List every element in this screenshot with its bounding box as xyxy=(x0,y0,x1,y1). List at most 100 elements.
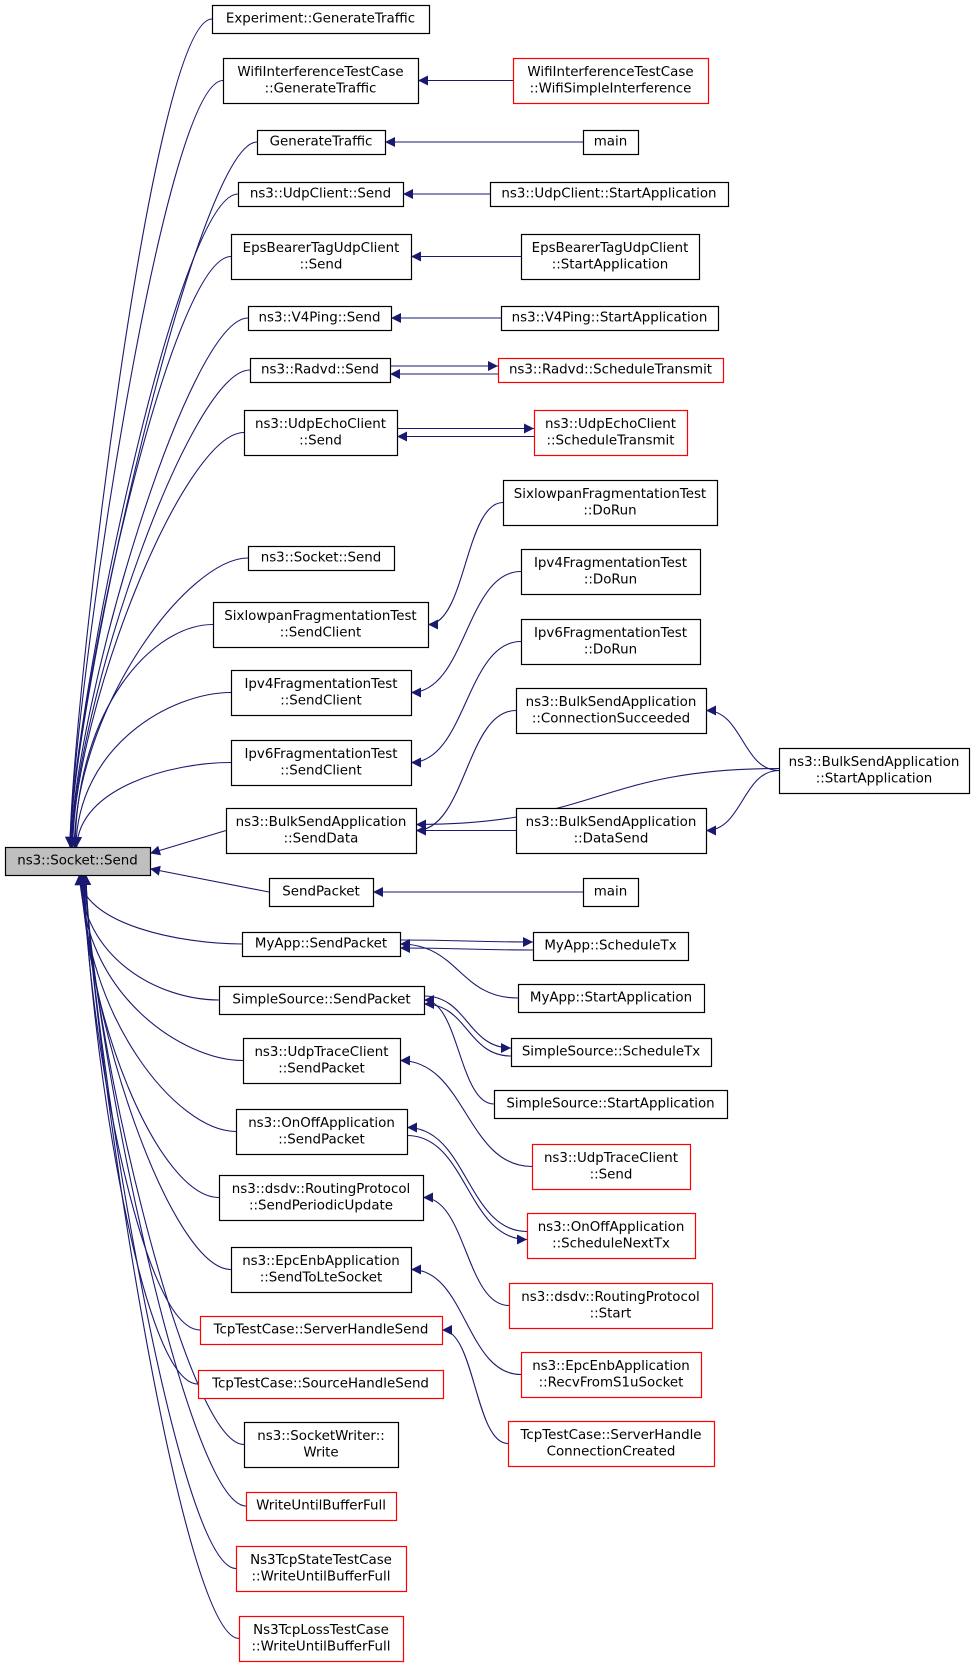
node-label: ::SendPacket xyxy=(278,1061,365,1076)
node-box xyxy=(515,807,708,855)
node-epc_stls[interactable]: ns3::EpcEnbApplication::SendToLteSocket xyxy=(230,1246,413,1294)
node-radvd_send[interactable]: ns3::Radvd::Send xyxy=(249,357,392,384)
node-box xyxy=(4,846,152,877)
node-label: Ns3TcpStateTestCase xyxy=(250,1553,392,1568)
node-box xyxy=(241,931,402,958)
edge-onoff_snt-to-onoff_sp xyxy=(406,1122,528,1233)
node-myapp_start[interactable]: MyApp::StartApplication xyxy=(517,983,706,1014)
node-label: ns3::BulkSendApplication xyxy=(526,815,697,830)
node-ipv4_sc[interactable]: Ipv4FragmentationTest::SendClient xyxy=(230,669,413,717)
node-label: ::ScheduleNextTx xyxy=(552,1236,670,1251)
node-exp_gt[interactable]: Experiment::GenerateTraffic xyxy=(211,4,431,35)
node-box xyxy=(249,357,392,384)
node-box xyxy=(510,1037,713,1068)
node-myapp_sp[interactable]: MyApp::SendPacket xyxy=(241,931,402,958)
edge-dsdv_spu-to-root xyxy=(77,874,220,1199)
node-udpc_start[interactable]: ns3::UdpClient::StartApplication xyxy=(489,181,730,208)
node-label: ns3::dsdv::RoutingProtocol xyxy=(232,1182,411,1197)
node-label: GenerateTraffic xyxy=(270,135,373,150)
node-box xyxy=(256,129,387,156)
node-bulk_start[interactable]: ns3::BulkSendApplication::StartApplicati… xyxy=(778,747,971,795)
node-eps_start[interactable]: EpsBearerTagUdpClient::StartApplication xyxy=(520,233,701,281)
node-ss_stx[interactable]: SimpleSource::ScheduleTx xyxy=(510,1037,713,1068)
node-label: WifiInterferenceTestCase xyxy=(237,65,403,80)
node-label: ns3::SocketWriter:: xyxy=(257,1429,384,1444)
node-box xyxy=(500,305,720,332)
node-v4_start[interactable]: ns3::V4Ping::StartApplication xyxy=(500,305,720,332)
node-v4_send[interactable]: ns3::V4Ping::Send xyxy=(247,305,393,332)
edge-ipv4_dorun-to-ipv4_sc xyxy=(410,570,522,698)
node-wubf[interactable]: WriteUntilBufferFull xyxy=(245,1491,398,1522)
node-label: Ipv4FragmentationTest xyxy=(534,556,687,571)
node-bulk_ds[interactable]: ns3::BulkSendApplication::DataSend xyxy=(515,807,708,855)
edge-epc_stls-to-root xyxy=(78,874,232,1271)
node-sixlo_dorun[interactable]: SixlowpanFragmentationTest::DoRun xyxy=(502,479,719,527)
node-label: ::SendClient xyxy=(280,625,362,640)
node-sw_write[interactable]: ns3::SocketWriter::Write xyxy=(243,1421,400,1469)
node-main2[interactable]: main xyxy=(582,877,640,908)
edge-wubf-to-root xyxy=(81,874,247,1507)
node-dsdv_spu[interactable]: ns3::dsdv::RoutingProtocol::SendPeriodic… xyxy=(218,1174,425,1222)
node-label: ConnectionCreated xyxy=(547,1444,676,1459)
node-main1[interactable]: main xyxy=(582,129,640,156)
edge-utc_sp-to-root xyxy=(75,874,244,1062)
node-label: ::SendClient xyxy=(280,763,362,778)
node-box xyxy=(520,548,702,596)
node-sock_send[interactable]: ns3::Socket::Send xyxy=(247,545,396,572)
node-box xyxy=(212,601,430,649)
edge-tcp_sohs-to-root xyxy=(79,874,199,1385)
node-witc_wsi[interactable]: WifiInterferenceTestCase::WifiSimpleInte… xyxy=(512,57,710,105)
node-ipv6_sc[interactable]: Ipv6FragmentationTest::SendClient xyxy=(230,739,413,787)
node-bulk_cs[interactable]: ns3::BulkSendApplication::ConnectionSucc… xyxy=(515,687,708,735)
node-uec_st[interactable]: ns3::UdpEchoClient::ScheduleTransmit xyxy=(533,409,689,457)
node-eps_send[interactable]: EpsBearerTagUdpClient::Send xyxy=(230,233,413,281)
node-label: ::DataSend xyxy=(574,831,649,846)
node-ss_sp[interactable]: SimpleSource::SendPacket xyxy=(218,985,426,1016)
node-box xyxy=(520,618,702,666)
node-onoff_sp[interactable]: ns3::OnOffApplication::SendPacket xyxy=(235,1108,409,1156)
node-label: EpsBearerTagUdpClient xyxy=(532,241,689,256)
node-tcp_sohs[interactable]: TcpTestCase::SourceHandleSend xyxy=(197,1369,445,1400)
node-ns3tcps_wubf[interactable]: Ns3TcpStateTestCase::WriteUntilBufferFul… xyxy=(235,1545,408,1593)
node-box xyxy=(502,479,719,527)
node-bulk_sd[interactable]: ns3::BulkSendApplication::SendData xyxy=(225,807,418,855)
edge-tcp_shcc-to-tcp_shs xyxy=(441,1325,509,1445)
node-label: ns3::BulkSendApplication xyxy=(526,695,697,710)
node-label: TcpTestCase::ServerHandle xyxy=(519,1428,701,1443)
node-ipv6_dorun[interactable]: Ipv6FragmentationTest::DoRun xyxy=(520,618,702,666)
node-tcp_shs[interactable]: TcpTestCase::ServerHandleSend xyxy=(199,1315,444,1346)
edge-v4_send-to-root xyxy=(66,317,249,848)
node-ss_start[interactable]: SimpleSource::StartApplication xyxy=(493,1089,729,1120)
node-udpc_send[interactable]: ns3::UdpClient::Send xyxy=(237,181,405,208)
node-onoff_snt[interactable]: ns3::OnOffApplication::ScheduleNextTx xyxy=(526,1212,697,1260)
edge-sendpacket-to-root xyxy=(149,865,270,893)
node-tcp_shcc[interactable]: TcpTestCase::ServerHandleConnectionCreat… xyxy=(507,1420,716,1468)
node-witc_gt[interactable]: WifiInterferenceTestCase::GenerateTraffi… xyxy=(222,57,420,105)
node-ipv4_dorun[interactable]: Ipv4FragmentationTest::DoRun xyxy=(520,548,702,596)
node-utc_sp[interactable]: ns3::UdpTraceClient::SendPacket xyxy=(242,1037,402,1085)
node-box xyxy=(531,1143,692,1191)
node-utc_send[interactable]: ns3::UdpTraceClient::Send xyxy=(531,1143,692,1191)
node-sixlo_sc[interactable]: SixlowpanFragmentationTest::SendClient xyxy=(212,601,430,649)
node-sendpacket[interactable]: SendPacket xyxy=(268,877,375,908)
edge-myapp_sp-to-root xyxy=(74,874,243,945)
node-ns3tcpl_wubf[interactable]: Ns3TcpLossTestCase::WriteUntilBufferFull xyxy=(238,1615,405,1663)
node-box xyxy=(211,4,431,35)
node-box xyxy=(247,545,396,572)
edge-ss_start-to-ss_sp xyxy=(423,995,495,1105)
node-radvd_st[interactable]: ns3::Radvd::ScheduleTransmit xyxy=(497,357,725,384)
node-box xyxy=(242,1037,402,1085)
node-label: ns3::Radvd::ScheduleTransmit xyxy=(509,363,712,378)
nodes-layer: ns3::Socket::Send Experiment::GenerateTra… xyxy=(4,4,971,1663)
node-dsdv_start[interactable]: ns3::dsdv::RoutingProtocol::Start xyxy=(508,1282,714,1330)
node-uec_send[interactable]: ns3::UdpEchoClient::Send xyxy=(243,409,399,457)
node-label: SimpleSource::SendPacket xyxy=(232,993,410,1008)
edge-bulk_start-to-bulk_cs xyxy=(705,705,780,772)
edge-bulk_cs-to-bulk_sd xyxy=(415,709,517,836)
node-gt[interactable]: GenerateTraffic xyxy=(256,129,387,156)
node-box xyxy=(238,1615,405,1663)
node-myapp_stx[interactable]: MyApp::ScheduleTx xyxy=(532,931,690,962)
node-label: ::Start xyxy=(590,1306,632,1321)
node-label: TcpTestCase::ServerHandleSend xyxy=(213,1323,429,1338)
node-epc_rfs1[interactable]: ns3::EpcEnbApplication::RecvFromS1uSocke… xyxy=(520,1351,703,1399)
